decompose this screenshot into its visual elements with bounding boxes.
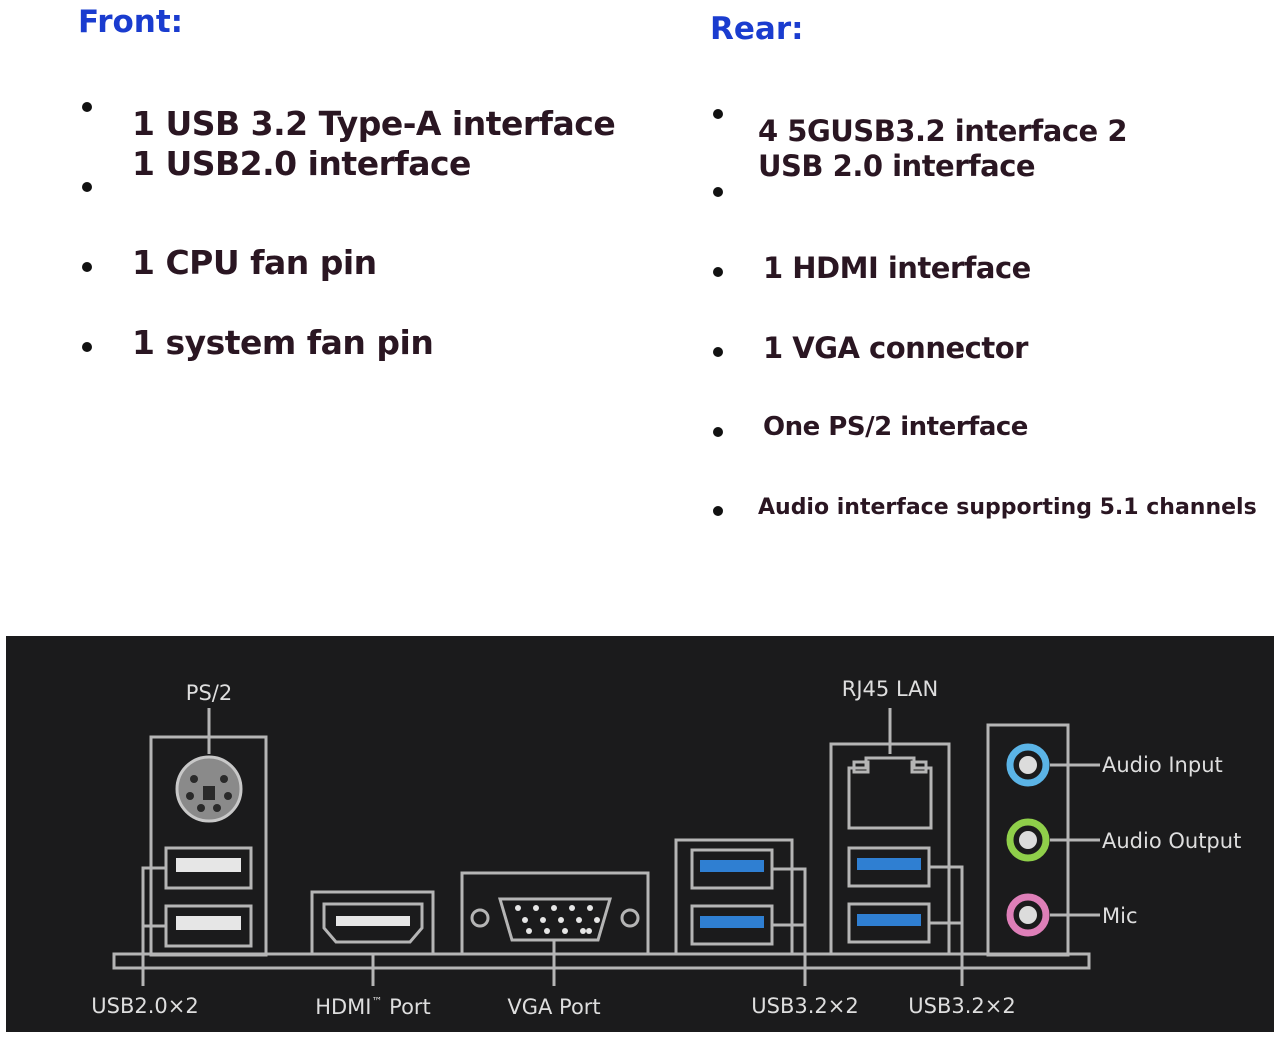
vga-port [497,897,613,942]
audio-output-label: Audio Output [1102,829,1241,853]
audio-input-jack-center [1019,756,1037,774]
vga-pins [515,905,600,934]
bullet [82,102,92,112]
usb20-port [164,846,253,890]
bullet [82,342,92,352]
usb32-port [690,904,774,946]
front-spec-usb32: 1 USB 3.2 Type-A interface [132,104,616,143]
usb32-port [847,846,931,888]
rear-spec-ps2: One PS/2 interface [763,412,1028,442]
mic-label: Mic [1102,904,1138,928]
rj45-led [852,760,870,774]
vga-label: VGA Port [507,995,600,1019]
audio-input-label: Audio Input [1102,753,1223,777]
front-heading: Front: [78,4,184,40]
usb32-label-left: USB3.2×2 [751,994,858,1018]
bullet [82,182,92,192]
io-panel-svg: PS/2 RJ45 LAN Audio Input Audio Output M… [91,677,1241,1019]
bullet [713,109,723,119]
rj45-port [847,756,933,830]
vga-screw [620,908,640,928]
audio-output-jack-center [1019,831,1037,849]
hdmi-port [322,902,424,944]
usb32-leader-right [929,865,964,986]
rear-spec-usb32: 4 5GUSB3.2 interface 2 [758,114,1128,148]
mic-jack-center [1019,906,1037,924]
io-panel-diagram: PS/2 RJ45 LAN Audio Input Audio Output M… [6,636,1274,1032]
rear-spec-audio: Audio interface supporting 5.1 channels [758,495,1257,520]
usb32-label-right: USB3.2×2 [908,994,1015,1018]
usb32-port [847,902,931,944]
bullet [713,267,723,277]
hdmi-label: HDMI™ Port [315,995,431,1019]
hdmi-label-name: HDMI [315,995,371,1019]
audio-output-jack [1006,818,1050,862]
ps2-label: PS/2 [186,681,232,705]
usb32-enclosure-left [674,838,794,956]
usb32-port [690,848,774,890]
rear-spec-usb20: USB 2.0 interface [758,149,1036,183]
ps2-port [175,755,243,823]
usb20-port [164,904,253,948]
vga-screw [470,908,490,928]
bullet [713,506,723,516]
usb20-leader [141,866,166,986]
rj45-led [910,760,928,774]
bullet [713,187,723,197]
usb32-leader-left [772,867,807,986]
audio-input-jack [1006,743,1050,787]
hdmi-label-port: Port [382,995,430,1019]
rear-spec-vga: 1 VGA connector [763,331,1028,365]
mic-jack [1006,893,1050,937]
rj45-label: RJ45 LAN [842,677,938,701]
front-spec-usb20: 1 USB2.0 interface [132,144,471,183]
bullet [713,427,723,437]
bullet [82,262,92,272]
bullet [713,347,723,357]
front-spec-system-fan: 1 system fan pin [132,323,434,362]
usb20-label: USB2.0×2 [91,994,198,1018]
rear-heading: Rear: [710,11,804,47]
front-spec-cpu-fan: 1 CPU fan pin [132,243,377,282]
rear-spec-hdmi: 1 HDMI interface [763,251,1031,285]
hdmi-port-contacts [336,916,410,926]
hdmi-label-trademark: ™ [371,995,382,1008]
